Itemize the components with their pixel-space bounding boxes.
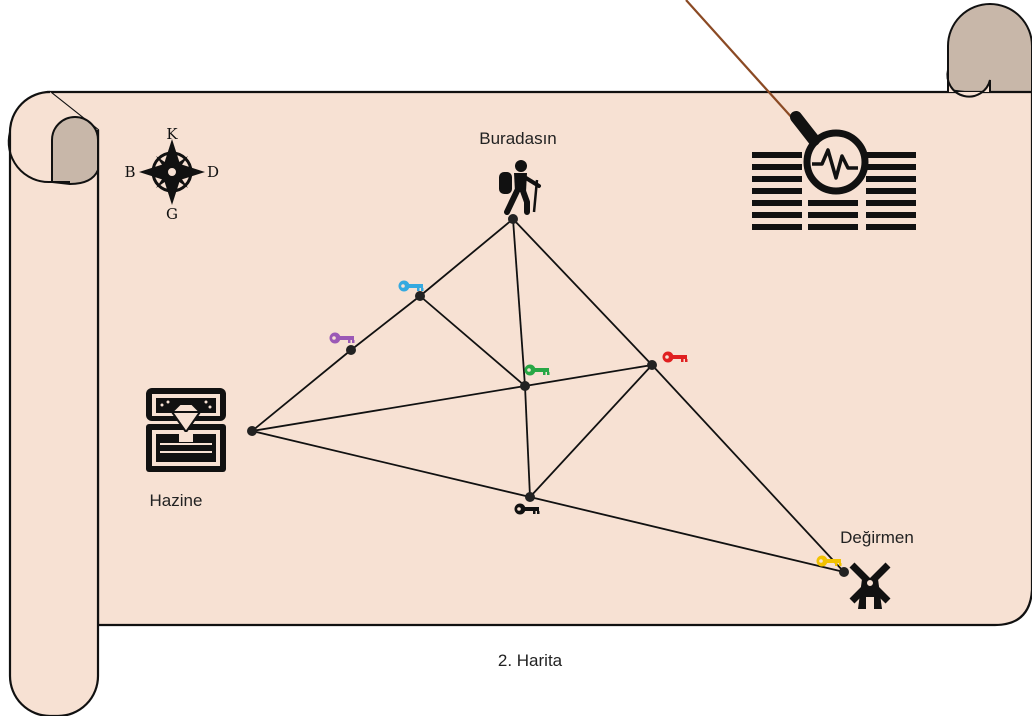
compass: K G B D <box>124 125 219 223</box>
compass-south: G <box>166 205 178 223</box>
windmill-icon[interactable] <box>849 562 891 609</box>
node-black[interactable] <box>525 492 535 502</box>
path-edge <box>524 385 531 498</box>
node-red[interactable] <box>647 360 657 370</box>
path-edge <box>251 349 352 432</box>
compass-west: B <box>124 163 135 181</box>
node-purple[interactable] <box>346 345 356 355</box>
path-edge <box>251 430 531 498</box>
path-edge <box>251 385 526 432</box>
label-mill: Değirmen <box>840 528 914 547</box>
node-treasure[interactable] <box>247 426 257 436</box>
hiker-icon[interactable] <box>499 160 541 215</box>
map-paths <box>251 218 845 573</box>
path-edge <box>512 218 526 387</box>
node-green[interactable] <box>520 381 530 391</box>
node-blue[interactable] <box>415 291 425 301</box>
path-edge <box>524 364 653 387</box>
node-start[interactable] <box>508 214 518 224</box>
path-edge <box>350 295 421 351</box>
compass-east: D <box>207 163 219 181</box>
path-edge <box>529 364 653 498</box>
compass-icon <box>139 139 205 205</box>
document-magnifier-icon[interactable] <box>752 111 916 230</box>
path-edge <box>419 295 526 387</box>
node-mill[interactable] <box>839 567 849 577</box>
path-edge <box>419 218 514 297</box>
path-edge <box>512 218 653 366</box>
path-edge <box>529 496 845 573</box>
compass-north: K <box>166 125 178 143</box>
map-caption: 2. Harita <box>498 651 563 670</box>
label-treasure: Hazine <box>150 491 203 510</box>
treasure-chest-icon[interactable] <box>146 388 226 472</box>
parchment-scroll <box>7 3 1032 716</box>
map-nodes <box>247 214 849 577</box>
label-start: Buradasın <box>479 129 557 148</box>
path-edge <box>651 364 845 573</box>
